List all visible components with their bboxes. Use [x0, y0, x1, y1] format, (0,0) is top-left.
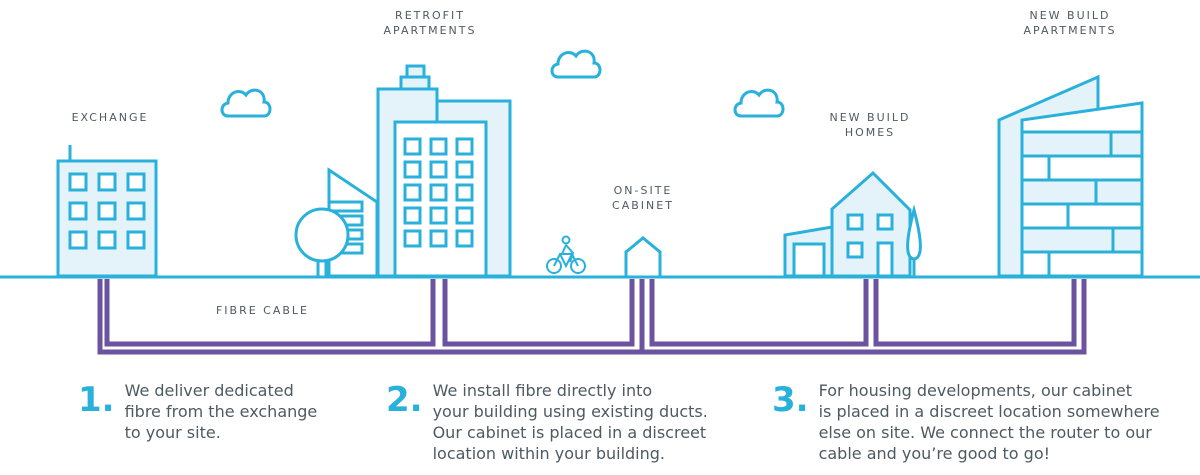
cable-cabinet-homes: [649, 279, 869, 347]
step-3: 3. For housing developments, our cabinet…: [772, 380, 1160, 464]
window: [455, 229, 474, 248]
label-new-build-apartments: NEW BUILD APARTMENTS: [1000, 8, 1140, 38]
retrofit-apartments-building: [294, 64, 512, 278]
cloud-icon: [220, 88, 272, 118]
window: [429, 160, 448, 179]
window: [126, 230, 146, 250]
label-line: APARTMENTS: [383, 24, 477, 37]
cloud-icon: [733, 88, 785, 118]
label-line: HOMES: [844, 126, 896, 139]
cable-homes-apartments: [873, 279, 1077, 347]
window: [455, 183, 474, 202]
window: [455, 160, 474, 179]
tree-icon: [906, 204, 922, 261]
window: [68, 201, 88, 221]
window: [68, 230, 88, 250]
window: [97, 201, 117, 221]
label-line: RETROFIT: [395, 9, 465, 22]
step-text: We deliver dedicated fibre from the exch…: [124, 381, 318, 442]
window: [97, 172, 117, 192]
label-fibre-cable-text: FIBRE CABLE: [215, 304, 310, 317]
label-exchange-text: EXCHANGE: [71, 111, 149, 124]
new-build-homes: [783, 170, 922, 278]
label-retrofit-apartments: RETROFIT APARTMENTS: [340, 8, 520, 38]
label-line: APARTMENTS: [1023, 24, 1117, 37]
window: [429, 229, 448, 248]
exchange-building: [56, 145, 158, 278]
label-line: CABINET: [612, 199, 674, 212]
step-text: We install fibre directly into your buil…: [432, 381, 708, 463]
window: [403, 160, 422, 179]
label-line: NEW BUILD: [1029, 9, 1111, 22]
fibre-cable: [97, 279, 1087, 355]
window: [455, 137, 474, 156]
step-text: For housing developments, our cabinet is…: [818, 381, 1160, 463]
window: [403, 137, 422, 156]
window: [403, 183, 422, 202]
window: [455, 206, 474, 225]
label-new-build-homes: NEW BUILD HOMES: [800, 110, 940, 140]
step-1: 1. We deliver dedicated fibre from the e…: [78, 380, 317, 443]
window: [68, 172, 88, 192]
label-on-site-cabinet: ON-SITE CABINET: [583, 183, 703, 213]
window: [403, 206, 422, 225]
window: [429, 183, 448, 202]
window: [403, 229, 422, 248]
label-fibre-cable: FIBRE CABLE: [200, 303, 325, 318]
cable-outer: [97, 279, 1087, 355]
on-site-cabinet: [624, 236, 662, 276]
cable-exchange-retrofit: [104, 279, 436, 347]
window: [126, 172, 146, 192]
step-number: 1.: [78, 380, 115, 420]
step-number: 3.: [772, 380, 809, 420]
window: [97, 230, 117, 250]
window: [429, 137, 448, 156]
cable-retrofit-cabinet: [442, 279, 635, 347]
window: [429, 206, 448, 225]
label-line: ON-SITE: [613, 184, 673, 197]
step-2: 2. We install fibre directly into your b…: [386, 380, 708, 464]
cloud-icon: [550, 49, 602, 79]
label-line: NEW BUILD: [829, 111, 911, 124]
step-number: 2.: [386, 380, 423, 420]
label-exchange: EXCHANGE: [40, 110, 180, 125]
new-build-apartments-building: [997, 74, 1144, 278]
cyclist-icon: [546, 235, 586, 274]
window: [126, 201, 146, 221]
